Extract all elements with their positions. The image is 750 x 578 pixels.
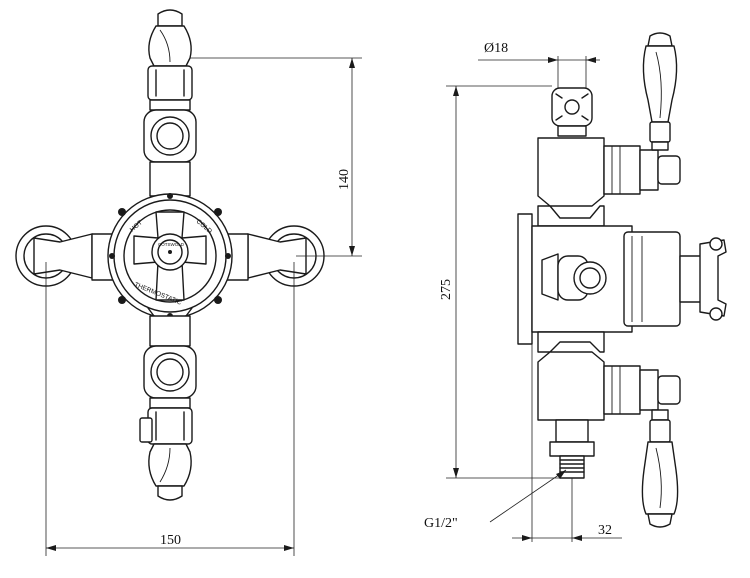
side-upper-valve [537, 32, 681, 207]
side-view [517, 32, 727, 528]
side-lower-valve [537, 351, 681, 528]
dimension-150-label: 150 [160, 533, 181, 548]
dial-badge-label: COTSWOLD [158, 242, 185, 247]
front-view: HOT COLD THERMOSTATIC COTSWOLD [15, 9, 325, 501]
front-upper-outlet [143, 109, 197, 205]
dimension-32-label: 32 [598, 523, 612, 538]
dimension-140-label: 140 [337, 169, 352, 190]
dimension-diameter-label: Ø18 [484, 41, 508, 56]
side-dimensions: Ø18 275 G1/2" 32 [424, 41, 622, 542]
dimension-275-label: 275 [439, 279, 454, 300]
dimension-thread-label: G1/2" [424, 516, 458, 531]
front-lower-outlet [143, 307, 197, 399]
front-bottom-handle [139, 397, 193, 501]
side-top-nut [551, 87, 593, 137]
front-dimensions: 140 150 [45, 57, 362, 556]
side-wall-plate [517, 213, 533, 345]
front-dial-body: HOT COLD THERMOSTATIC COTSWOLD [107, 193, 233, 319]
front-top-handle [147, 9, 193, 111]
side-central-body [531, 205, 727, 353]
